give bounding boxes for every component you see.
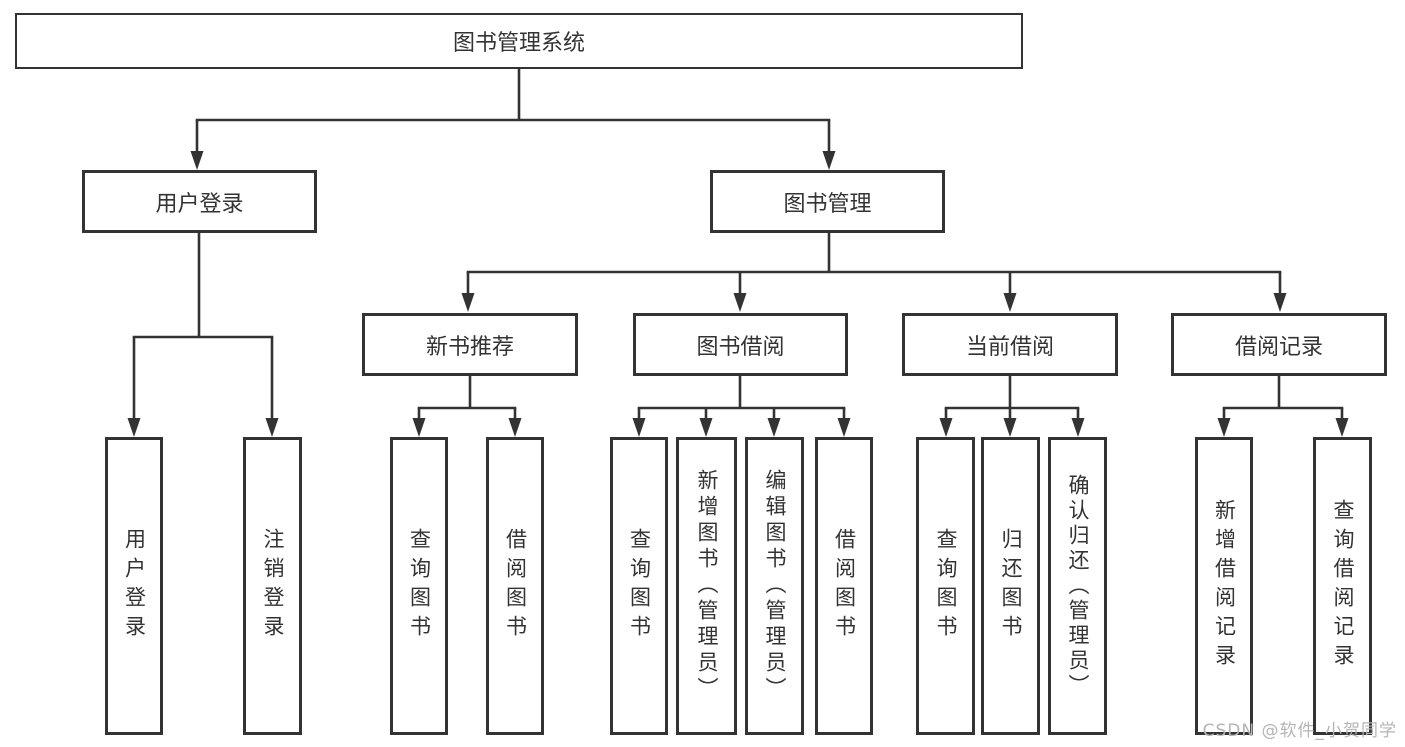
node-user-login-leaf: 用户登录	[105, 437, 163, 735]
arrowhead	[461, 293, 475, 312]
node-book-borrow: 图书借阅	[633, 313, 848, 376]
arrowhead	[1335, 418, 1349, 437]
arrowhead	[767, 418, 781, 437]
arrowhead	[1071, 418, 1085, 437]
node-confirm-return-admin: 确认归还（管理员）	[1048, 437, 1107, 735]
arrowhead	[939, 418, 953, 437]
node-add-borrow-record: 新增借阅记录	[1195, 437, 1253, 735]
arrowhead	[190, 151, 204, 170]
node-user-login: 用户登录	[82, 170, 317, 233]
arrowhead	[632, 418, 646, 437]
node-new-book-recommend: 新书推荐	[362, 313, 578, 376]
node-query-books-recommend: 查询图书	[390, 437, 448, 735]
node-borrow-records: 借阅记录	[1171, 313, 1387, 376]
arrowhead	[822, 151, 836, 170]
node-add-books-admin: 新增图书（管理员）	[676, 437, 737, 735]
arrowhead	[733, 293, 747, 312]
arrowhead	[508, 418, 522, 437]
node-edit-books-admin: 编辑图书（管理员）	[745, 437, 804, 735]
node-query-books-borrow: 查询图书	[610, 437, 668, 735]
arrowhead	[1003, 293, 1017, 312]
node-current-borrow: 当前借阅	[902, 313, 1118, 376]
node-return-books: 归还图书	[981, 437, 1040, 735]
node-query-borrow-record: 查询借阅记录	[1313, 437, 1372, 735]
node-logout-leaf: 注销登录	[243, 437, 302, 735]
node-query-books-current: 查询图书	[916, 437, 975, 735]
arrowhead	[265, 418, 279, 437]
arrowhead	[412, 418, 426, 437]
node-book-management: 图书管理	[710, 170, 945, 233]
arrowhead	[837, 418, 851, 437]
arrowhead	[1003, 418, 1017, 437]
arrowhead	[1273, 293, 1287, 312]
node-borrow-books-recommend: 借阅图书	[486, 437, 544, 735]
arrowhead	[1217, 418, 1231, 437]
arrowhead	[699, 418, 713, 437]
node-borrow-books-borrow: 借阅图书	[815, 437, 873, 735]
node-root: 图书管理系统	[15, 13, 1023, 69]
arrowhead	[127, 418, 141, 437]
